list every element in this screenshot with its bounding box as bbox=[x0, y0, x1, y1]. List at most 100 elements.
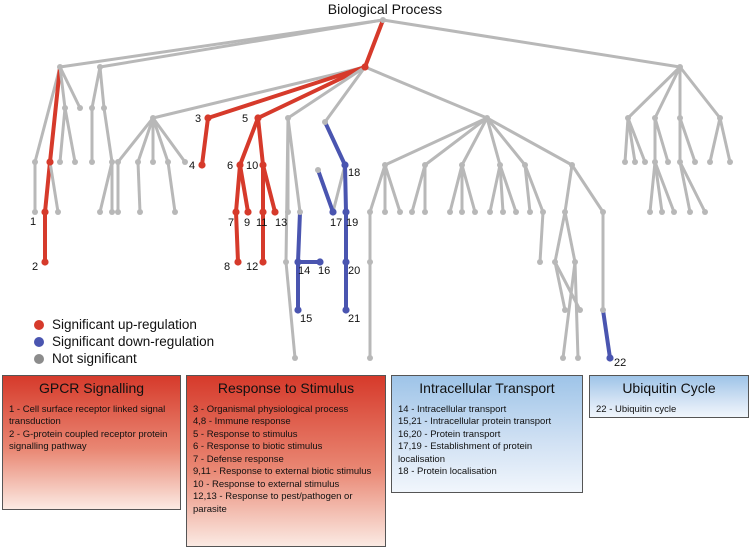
tree-edge bbox=[136, 116, 155, 164]
tree-edge bbox=[48, 65, 62, 164]
tree-node bbox=[137, 209, 143, 215]
tree-node bbox=[527, 209, 533, 215]
node-label-1: 1 bbox=[30, 216, 36, 228]
tree-edge bbox=[410, 163, 427, 214]
node-label-3: 3 bbox=[195, 113, 201, 125]
tree-node bbox=[322, 119, 328, 125]
tree-node bbox=[57, 159, 63, 165]
node-label-10: 10 bbox=[246, 160, 258, 172]
tree-node bbox=[294, 306, 302, 314]
tree-node bbox=[702, 209, 708, 215]
tree-edge bbox=[368, 163, 387, 214]
tree-edge bbox=[234, 210, 240, 264]
tree-node bbox=[342, 208, 350, 216]
tree-node bbox=[285, 115, 291, 121]
tree-edge bbox=[626, 65, 682, 120]
node-label-19: 19 bbox=[346, 217, 358, 229]
tree-node bbox=[259, 161, 267, 169]
tree-node bbox=[97, 64, 103, 70]
tree-node bbox=[57, 64, 63, 70]
tree-node bbox=[361, 63, 369, 71]
tree-node bbox=[342, 258, 350, 266]
tree-edge bbox=[286, 116, 302, 214]
tree-node bbox=[459, 209, 465, 215]
tree-edge bbox=[523, 163, 532, 214]
tree-edge bbox=[238, 116, 260, 167]
tree-node bbox=[316, 258, 324, 266]
tree-node bbox=[236, 161, 244, 169]
node-label-20: 20 bbox=[348, 265, 360, 277]
box-response-to-stimulus: Response to Stimulus 3 - Organismal phys… bbox=[186, 375, 386, 547]
tree-edge bbox=[653, 116, 670, 164]
tree-edge bbox=[256, 116, 265, 167]
tree-node bbox=[285, 209, 291, 215]
tree-node bbox=[625, 115, 631, 121]
tree-node bbox=[500, 209, 506, 215]
tree-edge bbox=[58, 65, 67, 110]
tree-node bbox=[647, 209, 653, 215]
tree-node bbox=[569, 162, 575, 168]
tree-edge bbox=[488, 163, 502, 214]
tree-node bbox=[382, 162, 388, 168]
tree-edge bbox=[116, 116, 155, 164]
node-label-5: 5 bbox=[242, 113, 248, 125]
tree-edge bbox=[626, 116, 637, 164]
tree-node bbox=[150, 115, 156, 121]
tree-node bbox=[259, 258, 267, 266]
tree-node bbox=[513, 209, 519, 215]
tree-node bbox=[600, 209, 606, 215]
tree-edge bbox=[238, 163, 250, 214]
tree-node bbox=[97, 209, 103, 215]
tree-node bbox=[540, 209, 546, 215]
tree-node bbox=[367, 355, 373, 361]
tree-edge bbox=[648, 160, 657, 214]
tree-node bbox=[341, 161, 349, 169]
tree-node bbox=[552, 259, 558, 265]
tree-edge bbox=[284, 116, 290, 264]
tree-node bbox=[692, 159, 698, 165]
tree-edge bbox=[523, 163, 545, 214]
tree-node bbox=[409, 209, 415, 215]
tree-edge bbox=[538, 210, 545, 264]
tree-edge bbox=[284, 260, 297, 360]
tree-edge bbox=[653, 160, 664, 214]
tree-node bbox=[342, 306, 350, 314]
box-ubiquitin-cycle: Ubiquitin Cycle 22 - Ubiquitin cycle bbox=[589, 375, 749, 418]
tree-edge bbox=[331, 163, 347, 214]
tree-node bbox=[665, 159, 671, 165]
tree-node bbox=[382, 209, 388, 215]
tree-edge bbox=[570, 163, 605, 214]
tree-node bbox=[101, 105, 107, 111]
tree-node bbox=[234, 258, 242, 266]
tree-edge bbox=[423, 116, 489, 167]
node-label-2: 2 bbox=[32, 261, 38, 273]
tree-node bbox=[562, 209, 568, 215]
tree-node bbox=[560, 355, 566, 361]
tree-node bbox=[150, 159, 156, 165]
tree-node bbox=[259, 208, 267, 216]
tree-edge bbox=[485, 116, 527, 167]
tree-edge bbox=[678, 65, 722, 120]
tree-title: Biological Process bbox=[328, 1, 442, 17]
tree-edge bbox=[58, 65, 82, 110]
tree-node bbox=[294, 258, 302, 266]
tree-edge bbox=[718, 116, 732, 164]
tree-node bbox=[687, 209, 693, 215]
tree-node bbox=[55, 209, 61, 215]
tree-edge bbox=[206, 65, 367, 120]
tree-node bbox=[172, 209, 178, 215]
tree-edge bbox=[460, 163, 477, 214]
tree-node bbox=[537, 259, 543, 265]
legend-item-ns: Not significant bbox=[34, 350, 214, 367]
tree-edge bbox=[98, 65, 106, 110]
node-label-13: 13 bbox=[275, 217, 287, 229]
tree-node bbox=[89, 105, 95, 111]
tree-node bbox=[89, 159, 95, 165]
tree-edge bbox=[623, 116, 630, 164]
tree-node bbox=[575, 355, 581, 361]
tree-edge bbox=[601, 308, 612, 360]
tree-node bbox=[632, 159, 638, 165]
tree-node bbox=[472, 209, 478, 215]
tree-node bbox=[562, 307, 568, 313]
tree-node bbox=[329, 208, 337, 216]
